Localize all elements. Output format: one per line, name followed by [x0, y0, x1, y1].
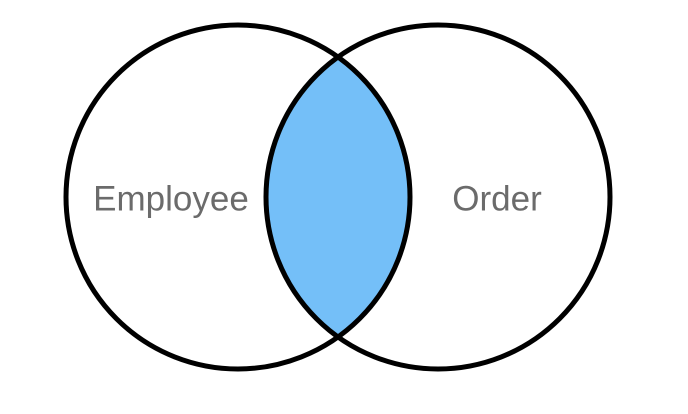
intersection-region [266, 25, 410, 369]
order-label: Order [452, 179, 542, 218]
order-circle [263, 22, 613, 372]
employee-label: Employee [93, 179, 249, 218]
employee-circle [63, 22, 413, 372]
